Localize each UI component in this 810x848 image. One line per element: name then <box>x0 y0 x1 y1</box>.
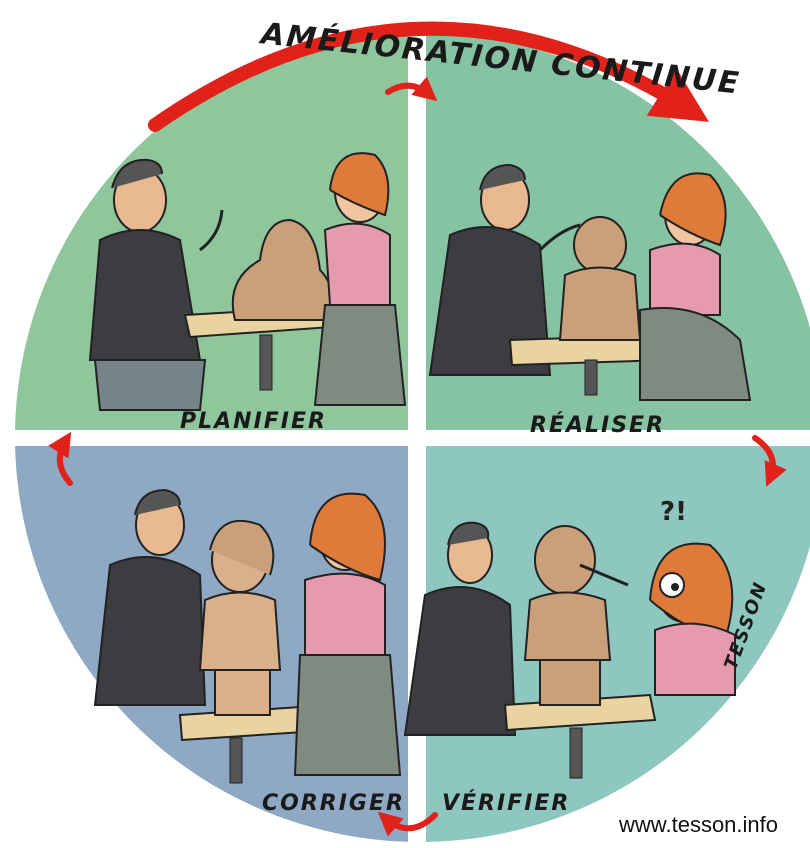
scene-check: ?! <box>403 497 736 779</box>
clockwise-arrow-icon <box>48 431 73 486</box>
scene-act <box>93 488 402 784</box>
scene-do <box>428 163 752 401</box>
label-act: Corriger <box>262 791 405 816</box>
clockwise-arrow-icon <box>752 435 787 487</box>
label-do: Réaliser <box>530 412 665 438</box>
scene-plan <box>88 152 407 411</box>
divider-horizontal <box>0 430 810 446</box>
cycle-arrows <box>48 21 787 837</box>
clockwise-arrow-icon <box>377 811 438 837</box>
clockwise-arrow-icon <box>385 76 438 102</box>
label-check: Vérifier <box>442 790 570 816</box>
credit-url: www.tesson.info <box>619 812 778 837</box>
clockwise-arrow-icon <box>148 21 709 132</box>
svg-text:?!: ?! <box>660 497 687 527</box>
label-plan: Planifier <box>180 409 327 434</box>
